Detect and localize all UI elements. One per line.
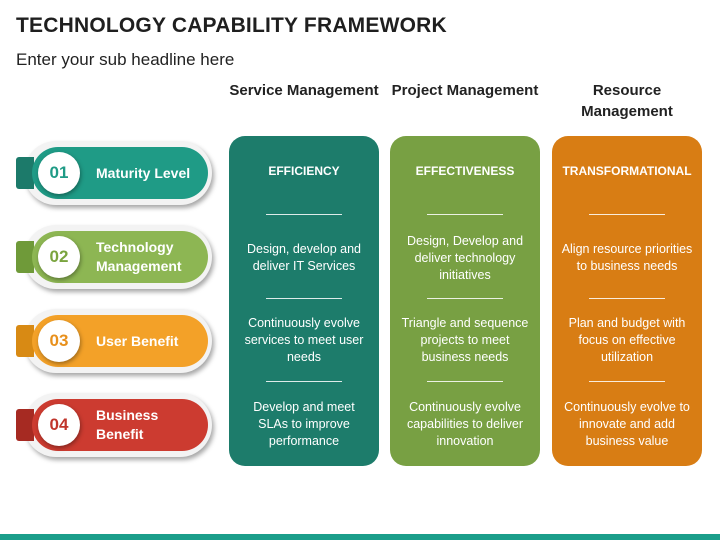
- column-cell: Plan and budget with focus on effective …: [568, 315, 686, 364]
- row-business-benefit: 04 Business Benefit: [16, 393, 216, 457]
- row-label: Maturity Level: [96, 164, 191, 181]
- column-header-project-management: Project Management: [391, 82, 539, 99]
- row-tab: [16, 157, 34, 189]
- column-divider: [266, 298, 342, 299]
- row-label: Technology Management: [96, 239, 182, 274]
- column-divider: [589, 381, 665, 382]
- row-number-badge: 02: [38, 236, 80, 278]
- footer-bar: [0, 534, 720, 540]
- column-resource-management: TRANSFORMATIONAL Align resource prioriti…: [552, 136, 702, 466]
- column-title: TRANSFORMATIONAL: [562, 164, 692, 178]
- slide-subtitle: Enter your sub headline here: [16, 50, 235, 69]
- column-cell: Design, develop and deliver IT Services: [247, 242, 361, 273]
- column-service-management: EFFICIENCY Design, develop and deliver I…: [229, 136, 379, 466]
- column-project-management: EFFECTIVENESS Design, Develop and delive…: [390, 136, 540, 466]
- row-number-badge: 03: [38, 320, 80, 362]
- column-cell: Continuously evolve services to meet use…: [244, 315, 364, 364]
- row-number-badge: 04: [38, 404, 80, 446]
- column-cell: Continuously evolve to innovate and add …: [564, 399, 690, 448]
- row-tab: [16, 409, 34, 441]
- column-divider: [427, 298, 503, 299]
- column-title: EFFECTIVENESS: [415, 164, 515, 178]
- slide-title: TECHNOLOGY CAPABILITY FRAMEWORK: [16, 14, 447, 37]
- row-label: User Benefit: [96, 332, 179, 349]
- row-tab: [16, 241, 34, 273]
- row-tab: [16, 325, 34, 357]
- column-cell: Develop and meet SLAs to improve perform…: [253, 399, 355, 448]
- row-technology-management: 02 Technology Management: [16, 225, 216, 289]
- column-cell: Triangle and sequence projects to meet b…: [401, 315, 529, 364]
- column-title: EFFICIENCY: [268, 164, 340, 178]
- column-header-resource-management: Resource Management: [581, 82, 673, 120]
- row-label: Business Benefit: [96, 407, 159, 442]
- column-divider: [427, 214, 503, 215]
- column-divider: [266, 381, 342, 382]
- column-cell: Align resource priorities to business ne…: [561, 242, 693, 273]
- column-cell: Design, Develop and deliver technology i…: [406, 233, 524, 282]
- column-divider: [266, 214, 342, 215]
- column-cell: Continuously evolve capabilities to deli…: [406, 399, 524, 448]
- column-divider: [589, 298, 665, 299]
- row-user-benefit: 03 User Benefit: [16, 309, 216, 373]
- row-maturity-level: 01 Maturity Level: [16, 141, 216, 205]
- column-divider: [589, 214, 665, 215]
- column-header-service-management: Service Management: [229, 82, 379, 99]
- row-number-badge: 01: [38, 152, 80, 194]
- column-divider: [427, 381, 503, 382]
